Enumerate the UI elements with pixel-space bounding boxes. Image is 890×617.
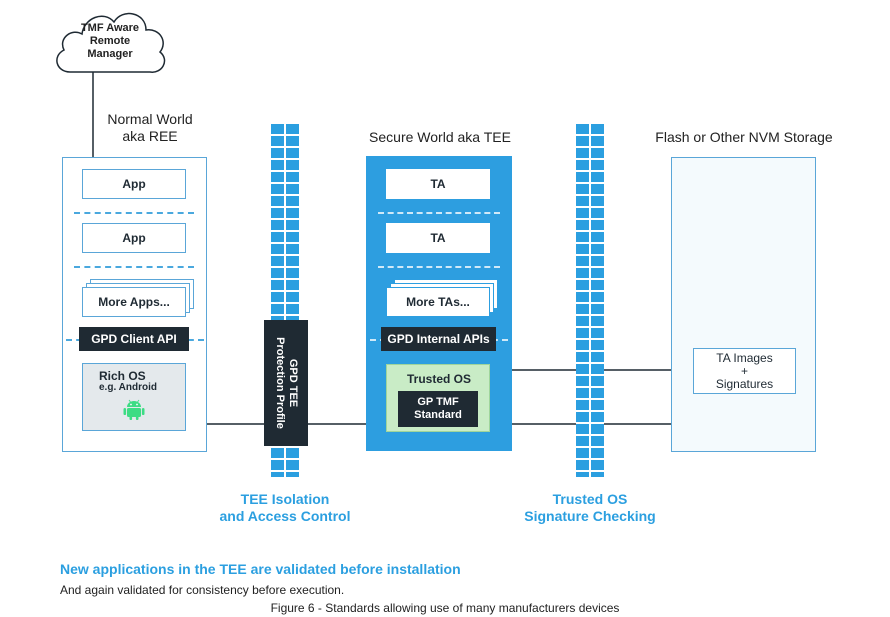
gp-tmf-line1: GP TMF bbox=[417, 396, 459, 408]
tee-divider-dashed-1 bbox=[378, 212, 500, 214]
cloud-label-line1: TMF Aware bbox=[80, 22, 140, 34]
ta-images-box[interactable]: TA Images + Signatures bbox=[693, 348, 796, 394]
cloud-label: TMF Aware Remote Manager bbox=[60, 22, 160, 61]
signature-checking-caption: Trusted OS Signature Checking bbox=[505, 491, 675, 525]
storage-title: Flash or Other NVM Storage bbox=[655, 129, 833, 145]
gpd-tee-protection-profile-box: GPD TEE Protection Profile bbox=[264, 320, 308, 446]
normal-world-title-line2: aka REE bbox=[122, 128, 178, 144]
normal-world-title-line1: Normal World bbox=[107, 111, 193, 127]
figure-caption: Figure 6 - Standards allowing use of man… bbox=[270, 601, 620, 615]
gp-tmf-standard-box[interactable]: GP TMF Standard bbox=[398, 391, 478, 427]
firewall-right bbox=[576, 124, 604, 477]
footer-headline: New applications in the TEE are validate… bbox=[60, 561, 461, 577]
cloud-label-line3: Manager bbox=[87, 48, 133, 60]
storage-panel bbox=[671, 157, 816, 452]
ta-images-line1: TA Images bbox=[716, 350, 773, 365]
more-apps-box[interactable]: More Apps... bbox=[82, 287, 186, 317]
signature-checking-line1: Trusted OS bbox=[552, 491, 628, 507]
trusted-os-label: Trusted OS bbox=[406, 372, 471, 386]
tee-isolation-line2: and Access Control bbox=[219, 508, 351, 524]
normal-world-title: Normal World aka REE bbox=[80, 111, 220, 145]
signature-checking-line2: Signature Checking bbox=[524, 508, 656, 524]
tee-isolation-line1: TEE Isolation bbox=[240, 491, 330, 507]
cloud-icon bbox=[56, 12, 166, 73]
gpd-internal-apis-box[interactable]: GPD Internal APIs bbox=[381, 327, 496, 351]
divider-dashed-1 bbox=[74, 212, 194, 214]
protection-profile-line2: Protection Profile bbox=[274, 337, 286, 429]
gpd-client-api-box[interactable]: GPD Client API bbox=[79, 327, 189, 351]
tee-divider-dashed-2 bbox=[378, 266, 500, 268]
app-box-2[interactable]: App bbox=[82, 223, 186, 253]
tee-isolation-caption: TEE Isolation and Access Control bbox=[200, 491, 370, 525]
rich-os-label: Rich OS bbox=[99, 369, 146, 383]
app-box-1[interactable]: App bbox=[82, 169, 186, 199]
secure-world-title: Secure World aka TEE bbox=[369, 129, 511, 145]
ta-box-2[interactable]: TA bbox=[386, 223, 490, 253]
divider-dashed-2 bbox=[74, 266, 194, 268]
protection-profile-line1: GPD TEE bbox=[287, 358, 299, 408]
rich-os-sublabel: e.g. Android bbox=[99, 382, 157, 393]
ta-images-line3: Signatures bbox=[715, 376, 774, 391]
footer-subline: And again validated for consistency befo… bbox=[60, 583, 345, 597]
gp-tmf-line2: Standard bbox=[414, 409, 462, 421]
rich-os-box[interactable]: Rich OS e.g. Android bbox=[82, 363, 186, 431]
ta-images-line2: + bbox=[740, 363, 748, 378]
more-tas-box[interactable]: More TAs... bbox=[386, 287, 490, 317]
ta-box-1[interactable]: TA bbox=[386, 169, 490, 199]
cloud-label-line2: Remote bbox=[89, 35, 131, 47]
android-icon bbox=[123, 399, 145, 420]
